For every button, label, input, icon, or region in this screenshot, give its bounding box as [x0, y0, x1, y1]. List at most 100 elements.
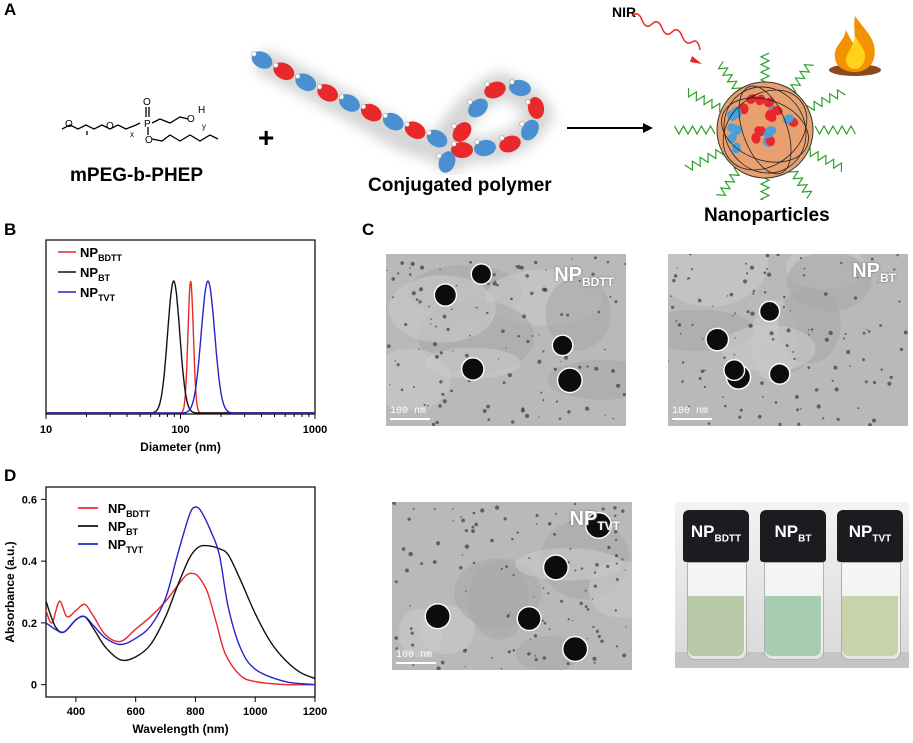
tem-dot — [433, 507, 436, 510]
tem-dot — [469, 260, 473, 264]
tem-dot — [614, 530, 618, 534]
tem-dot — [455, 284, 458, 287]
tem-dot — [810, 328, 814, 331]
tem-dot — [411, 643, 415, 647]
tem-dot — [903, 330, 908, 335]
tem-dot — [394, 504, 397, 506]
tem-dot — [697, 298, 702, 303]
tem-dot — [799, 257, 803, 260]
tem-dot — [849, 365, 851, 368]
chem-p: P — [144, 119, 151, 130]
tem-dot — [494, 280, 496, 282]
tem-dot — [833, 365, 838, 370]
tem-dot — [408, 273, 412, 276]
tem-dot — [560, 599, 564, 603]
tem-dot — [877, 282, 879, 284]
tem-dot — [506, 614, 510, 618]
tem-dot — [872, 380, 877, 385]
tem-dot — [867, 330, 871, 333]
legend-label: NPBDTT — [80, 245, 123, 263]
tem-dot — [511, 537, 514, 541]
polymer-bead — [438, 151, 456, 173]
vial: NPTVT — [837, 510, 903, 660]
tem-dot — [831, 379, 834, 382]
tem-dot — [824, 337, 829, 342]
tem-dot — [404, 568, 409, 573]
tem-dot — [502, 381, 506, 385]
tem-dot — [836, 417, 840, 421]
tem-dot — [440, 660, 445, 665]
tem-dot — [569, 547, 572, 550]
tem-dot — [750, 311, 755, 316]
polymer-bead — [295, 73, 317, 92]
tem-dot — [430, 318, 432, 320]
polymer-link — [484, 81, 490, 87]
legend-label: NPBT — [80, 265, 111, 283]
core-bead — [764, 97, 775, 108]
tem-dot — [515, 265, 518, 268]
tem-dot — [542, 587, 545, 590]
polymer-link — [519, 121, 525, 127]
polymer-bead — [509, 79, 531, 97]
tem-nanoparticle — [705, 327, 730, 352]
core-bead — [765, 109, 775, 121]
tem-dot — [792, 350, 795, 353]
tem-dot — [853, 296, 858, 300]
tem-dot — [606, 261, 610, 264]
tem-dot — [395, 647, 398, 650]
tem-dot — [464, 528, 469, 533]
series-line — [45, 506, 316, 686]
tem-dot — [879, 324, 883, 327]
polymer-link — [474, 139, 480, 145]
tem-dot — [409, 604, 411, 607]
panel-letter-b: B — [4, 220, 17, 239]
tem-dot — [763, 271, 767, 275]
vial-solution — [688, 596, 744, 656]
tem-dot — [752, 292, 755, 295]
tem-dot — [591, 598, 594, 600]
tem-dot — [507, 373, 512, 378]
tem-dot — [846, 349, 851, 355]
x-tick-label: 100 — [171, 424, 189, 436]
tem-dot — [430, 323, 432, 325]
tem-dot — [472, 561, 476, 565]
tem-dot — [547, 592, 550, 595]
tem-dot — [505, 346, 507, 349]
peg-chain — [805, 88, 846, 112]
tem-dot — [593, 661, 596, 664]
tem-dot — [471, 525, 475, 529]
peg-chain — [814, 124, 857, 136]
tem-particles — [392, 502, 632, 670]
vial-cap — [760, 510, 826, 562]
y-axis-label: Absorbance (a.u.) — [3, 541, 17, 642]
mpeg-phep-structure: O O x O P O H y O — [61, 97, 219, 146]
tem-dot — [604, 414, 606, 417]
tem-dot — [432, 560, 437, 564]
tem-dot — [593, 256, 597, 260]
tem-dot — [574, 569, 577, 572]
vial-cap — [683, 510, 749, 562]
tem-dot — [389, 383, 391, 386]
legend-label: NPTVT — [108, 537, 144, 555]
tem-nanoparticle — [470, 263, 493, 285]
tem-dot — [679, 332, 682, 335]
tem-nanoparticle — [768, 363, 791, 385]
tem-region — [386, 348, 452, 411]
tem-dot — [410, 261, 415, 267]
tem-dot — [691, 323, 694, 327]
polymer-bead — [474, 139, 496, 157]
flame-icon — [829, 16, 881, 76]
tem-dot — [752, 289, 756, 293]
x-axis-label: Wavelength (nm) — [132, 722, 228, 736]
tem-dot — [474, 522, 479, 527]
tem-dot — [609, 295, 612, 298]
tem-dot — [615, 562, 618, 565]
tem-dot — [672, 278, 676, 283]
tem-dot — [893, 268, 896, 271]
tem-dot — [742, 279, 748, 284]
tem-dot — [763, 291, 767, 294]
tem-dot — [595, 629, 599, 634]
tem-dot — [492, 273, 496, 277]
vial-label: NPBDTT — [690, 522, 742, 545]
tem-dot — [418, 348, 420, 350]
